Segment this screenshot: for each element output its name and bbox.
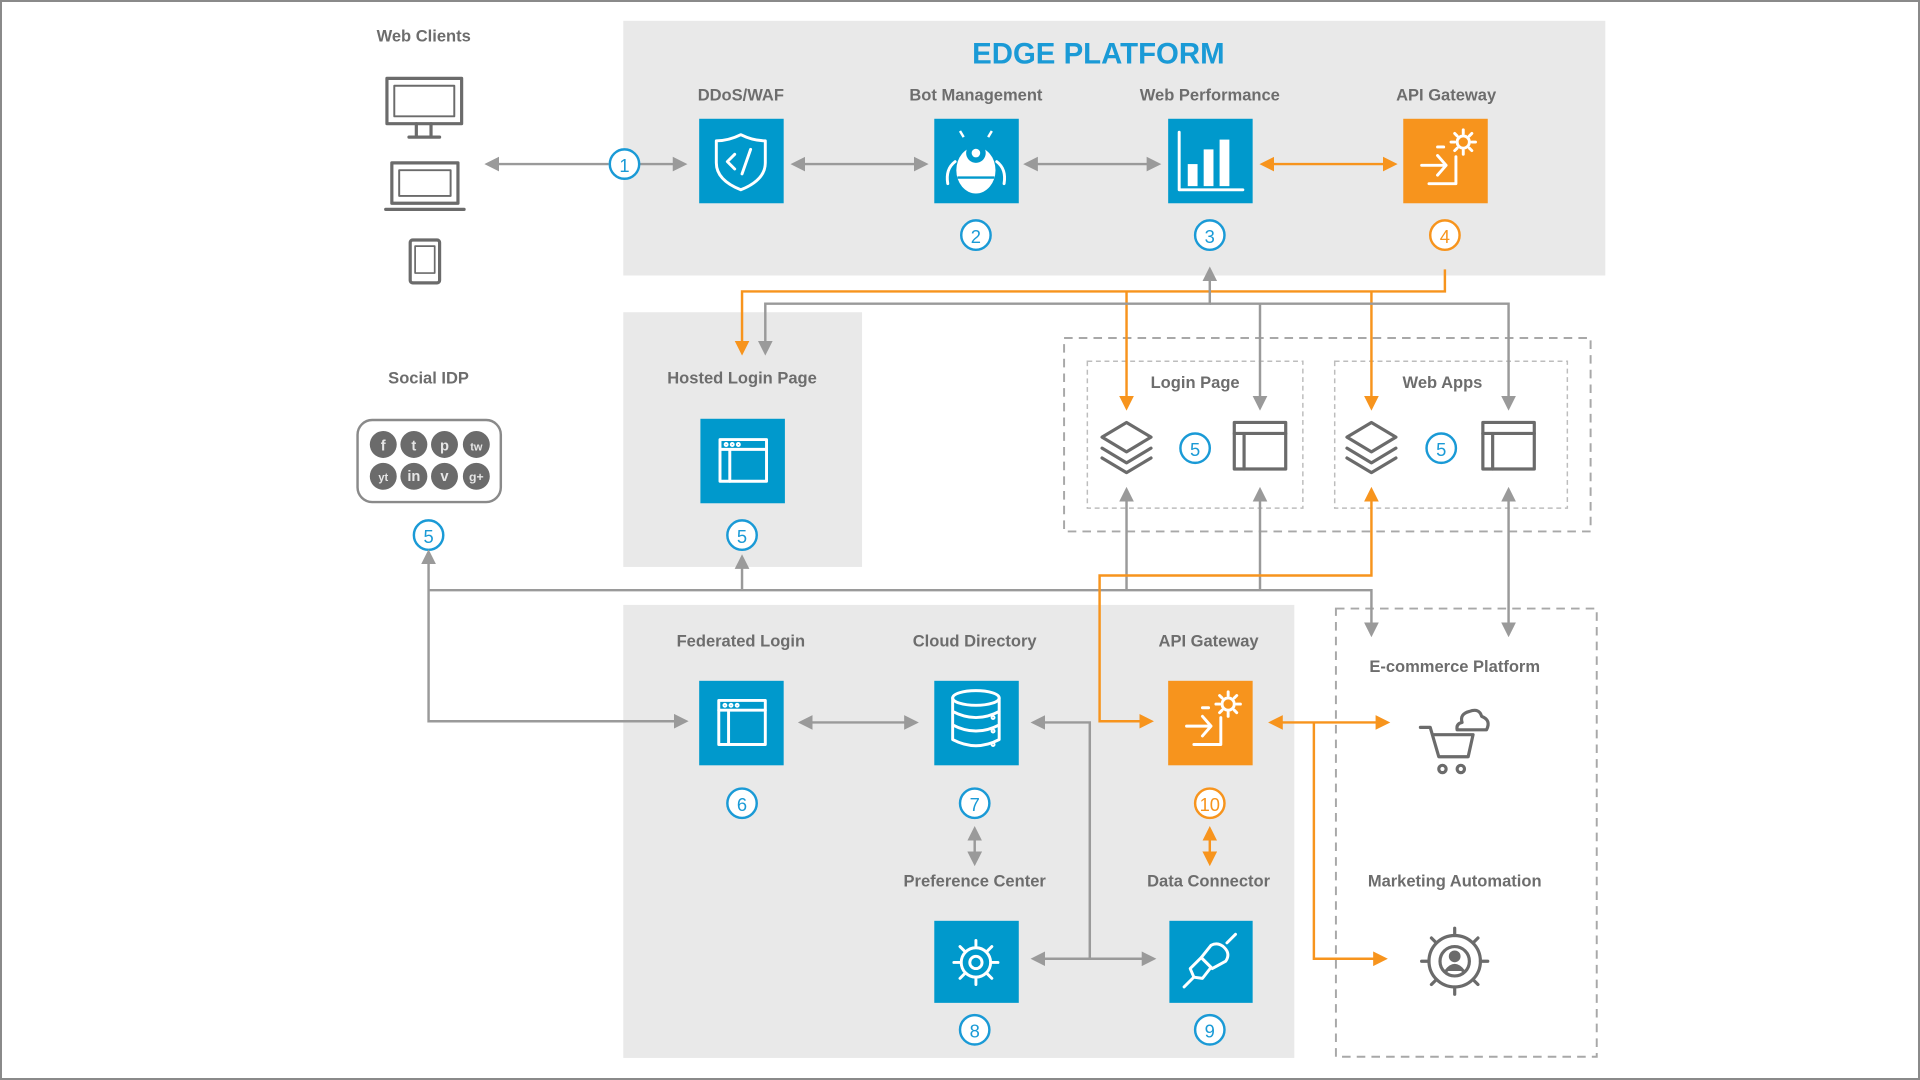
laptop-icon xyxy=(384,161,466,211)
gear-icon xyxy=(952,938,1000,986)
robot-icon xyxy=(945,130,1007,194)
step-badge-5-login: 5 xyxy=(1179,432,1212,465)
browser-window-icon xyxy=(717,698,767,746)
data-connector-node[interactable] xyxy=(1169,920,1253,1003)
layers-icon xyxy=(1100,420,1153,475)
step-badge-5-webapps: 5 xyxy=(1425,432,1458,465)
connector-perf-hosted-login xyxy=(757,266,1218,356)
edge-node-label: API Gateway xyxy=(1396,85,1497,104)
svg-text:5: 5 xyxy=(423,526,433,547)
desktop-icon xyxy=(385,76,464,139)
step-badge-3: 3 xyxy=(1193,219,1226,252)
social-network-icons xyxy=(369,431,490,490)
hosted-login-node[interactable] xyxy=(700,418,785,504)
edge-node-label: Web Performance xyxy=(1140,85,1280,104)
ddos-waf-node[interactable] xyxy=(699,118,784,204)
web-apps-box xyxy=(1333,360,1569,509)
plug-icon xyxy=(1182,932,1237,989)
api-gateway-icon xyxy=(1420,128,1477,186)
marketing-label: Marketing Automation xyxy=(1368,872,1542,891)
api-gateway-icon xyxy=(1185,690,1242,746)
gear-user-icon[interactable] xyxy=(1420,926,1490,996)
tumblr-icon: t xyxy=(411,439,416,455)
browser-window-icon xyxy=(718,438,768,483)
svg-text:5: 5 xyxy=(1190,439,1200,460)
youtube-icon: yt xyxy=(378,472,388,484)
preference-center-node[interactable] xyxy=(934,920,1019,1003)
web-performance-node[interactable] xyxy=(1168,118,1253,204)
cart-cloud-icon[interactable] xyxy=(1418,708,1490,775)
svg-text:8: 8 xyxy=(970,1021,980,1042)
hosted-login-label: Hosted Login Page xyxy=(667,368,817,387)
shield-code-icon xyxy=(714,133,767,192)
facebook-icon: f xyxy=(381,439,386,455)
svg-text:2: 2 xyxy=(971,226,981,247)
pinterest-icon: p xyxy=(440,439,449,455)
web-clients-label: Web Clients xyxy=(377,27,471,46)
svg-text:3: 3 xyxy=(1205,226,1215,247)
identity-node-label: Federated Login xyxy=(677,632,805,651)
database-icon xyxy=(951,689,1001,748)
login-page-box xyxy=(1086,360,1304,509)
svg-text:4: 4 xyxy=(1440,226,1450,247)
connector-directory-bus xyxy=(1030,715,1092,959)
edge-api-gateway-node[interactable] xyxy=(1403,118,1488,204)
svg-text:5: 5 xyxy=(1436,439,1446,460)
connector-api-marketing xyxy=(1312,722,1388,967)
step-badge-4: 4 xyxy=(1428,219,1461,252)
edge-node-label: Bot Management xyxy=(909,85,1043,104)
step-badge-5-hosted: 5 xyxy=(726,519,758,552)
login-page-label: Login Page xyxy=(1151,373,1240,392)
tablet-icon xyxy=(408,238,442,285)
bar-chart-icon xyxy=(1177,130,1245,192)
step-badge-9: 9 xyxy=(1193,1013,1226,1046)
svg-text:7: 7 xyxy=(970,794,980,815)
svg-text:9: 9 xyxy=(1205,1021,1215,1042)
federated-login-node[interactable] xyxy=(699,680,784,766)
svg-text:1: 1 xyxy=(619,155,629,176)
bot-management-node[interactable] xyxy=(934,118,1019,204)
social-idp-node[interactable]: f t p tw yt in v g+ xyxy=(356,418,503,504)
browser-window-icon xyxy=(1232,420,1288,471)
google-plus-icon: g+ xyxy=(469,470,484,484)
ecommerce-label: E-commerce Platform xyxy=(1369,657,1540,676)
step-badge-2: 2 xyxy=(960,219,992,252)
step-badge-5-social: 5 xyxy=(412,519,445,552)
identity-node-label: Cloud Directory xyxy=(913,632,1038,651)
apps-group-box xyxy=(1063,336,1592,533)
step-badge-10: 10 xyxy=(1193,787,1226,820)
step-badge-8: 8 xyxy=(958,1013,991,1046)
twitter-icon: tw xyxy=(470,442,483,454)
identity-api-gateway-node[interactable] xyxy=(1168,680,1253,766)
connector-perf-webapps xyxy=(1209,302,1516,411)
step-badge-6: 6 xyxy=(726,787,758,820)
edge-platform-title: EDGE PLATFORM xyxy=(972,38,1224,71)
external-systems-box xyxy=(1334,607,1598,1058)
edge-node-label: DDoS/WAF xyxy=(698,85,784,104)
svg-text:6: 6 xyxy=(737,794,747,815)
identity-node-label: Data Connector xyxy=(1147,872,1271,891)
identity-node-label: Preference Center xyxy=(904,872,1047,891)
linkedin-icon: in xyxy=(407,469,420,485)
layers-icon xyxy=(1345,420,1398,475)
connector-webapps-api-gateway xyxy=(1098,486,1379,729)
connector-social-federated xyxy=(421,549,689,729)
svg-text:5: 5 xyxy=(737,526,747,547)
identity-node-label: API Gateway xyxy=(1159,632,1260,651)
vimeo-icon: v xyxy=(440,469,449,485)
web-apps-label: Web Apps xyxy=(1403,373,1483,392)
svg-text:10: 10 xyxy=(1200,794,1220,815)
step-badge-7: 7 xyxy=(958,787,991,820)
step-badge-1: 1 xyxy=(608,148,641,180)
browser-window-icon xyxy=(1481,420,1536,471)
social-idp-label: Social IDP xyxy=(388,368,469,387)
cloud-directory-node[interactable] xyxy=(934,680,1019,766)
